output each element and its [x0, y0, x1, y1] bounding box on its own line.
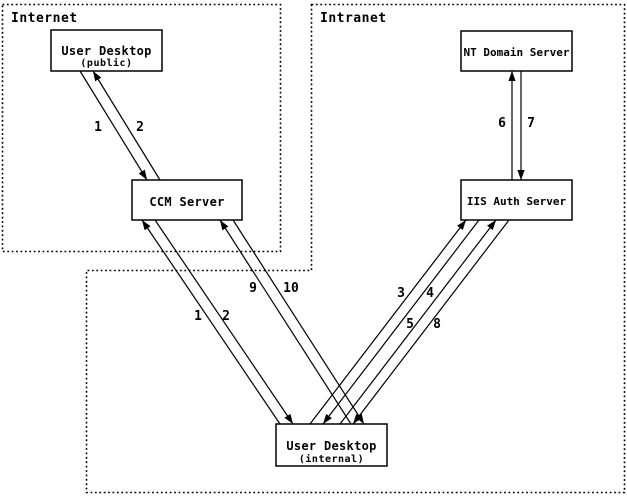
- edge-4: 4: [322, 219, 480, 425]
- edge-1-public: 1: [79, 70, 148, 181]
- edge-9: 9: [219, 219, 352, 425]
- edge-8-arrow: [352, 219, 510, 425]
- edge-1-internal: 1: [141, 219, 281, 425]
- intranet-zone-label: Intranet: [320, 11, 387, 26]
- edge-2-internal-label: 2: [222, 309, 230, 324]
- nt-domain-server-box: [460, 30, 573, 72]
- edge-1-public-label: 1: [94, 120, 102, 135]
- edge-4-arrow: [322, 219, 480, 425]
- edge-10-arrow: [232, 219, 365, 425]
- edge-9-label: 9: [249, 281, 257, 296]
- edge-4-label: 4: [426, 286, 434, 301]
- edge-1-public-arrow: [79, 70, 148, 181]
- edge-3-arrow: [309, 219, 467, 425]
- user-desktop-public-box: [50, 29, 163, 72]
- user-desktop-internal-box: [275, 423, 388, 467]
- edge-5: 5: [339, 219, 497, 425]
- ccm-server-box: [131, 179, 243, 221]
- iis-auth-server-label: IIS Auth Server: [467, 195, 567, 208]
- edge-2-public-label: 2: [136, 120, 144, 135]
- user-desktop-public-label: User Desktop: [61, 44, 151, 58]
- edge-5-arrow: [339, 219, 497, 425]
- node-nt-domain-server: NT Domain Server: [460, 30, 573, 72]
- edge-2-internal: 2: [154, 219, 294, 425]
- edge-10: 10: [232, 219, 365, 425]
- edge-6: 6: [498, 71, 516, 180]
- intranet-zone-border: [85, 3, 626, 494]
- node-iis-auth-server: IIS Auth Server: [460, 179, 573, 221]
- node-user-desktop-public: User Desktop (public): [50, 29, 163, 72]
- edge-2-public-arrow: [92, 70, 161, 181]
- edge-3: 3: [309, 219, 467, 425]
- iis-auth-server-box: [460, 179, 573, 221]
- internet-zone-border: [1, 3, 282, 253]
- edge-3-label: 3: [397, 286, 405, 301]
- node-ccm-server: CCM Server: [131, 179, 243, 221]
- edge-8-label: 8: [433, 317, 441, 332]
- node-user-desktop-internal: User Desktop (internal): [275, 423, 388, 467]
- edge-7-label: 7: [527, 116, 535, 131]
- user-desktop-internal-sublabel: (internal): [299, 453, 364, 465]
- user-desktop-public-sublabel: (public): [80, 57, 132, 69]
- user-desktop-internal-label: User Desktop: [286, 439, 376, 453]
- edge-10-label: 10: [283, 281, 299, 296]
- edge-7: 7: [517, 71, 535, 180]
- edge-6-label: 6: [498, 116, 506, 131]
- edge-2-public: 2: [92, 70, 161, 181]
- nt-domain-server-label: NT Domain Server: [464, 46, 570, 59]
- edge-5-label: 5: [406, 317, 414, 332]
- ccm-server-label: CCM Server: [149, 195, 224, 209]
- edge-8: 8: [352, 219, 510, 425]
- edge-1-internal-arrow: [141, 219, 281, 425]
- internet-zone-label: Internet: [11, 11, 78, 26]
- edge-9-arrow: [219, 219, 352, 425]
- edge-1-internal-label: 1: [194, 309, 202, 324]
- edge-2-internal-arrow: [154, 219, 294, 425]
